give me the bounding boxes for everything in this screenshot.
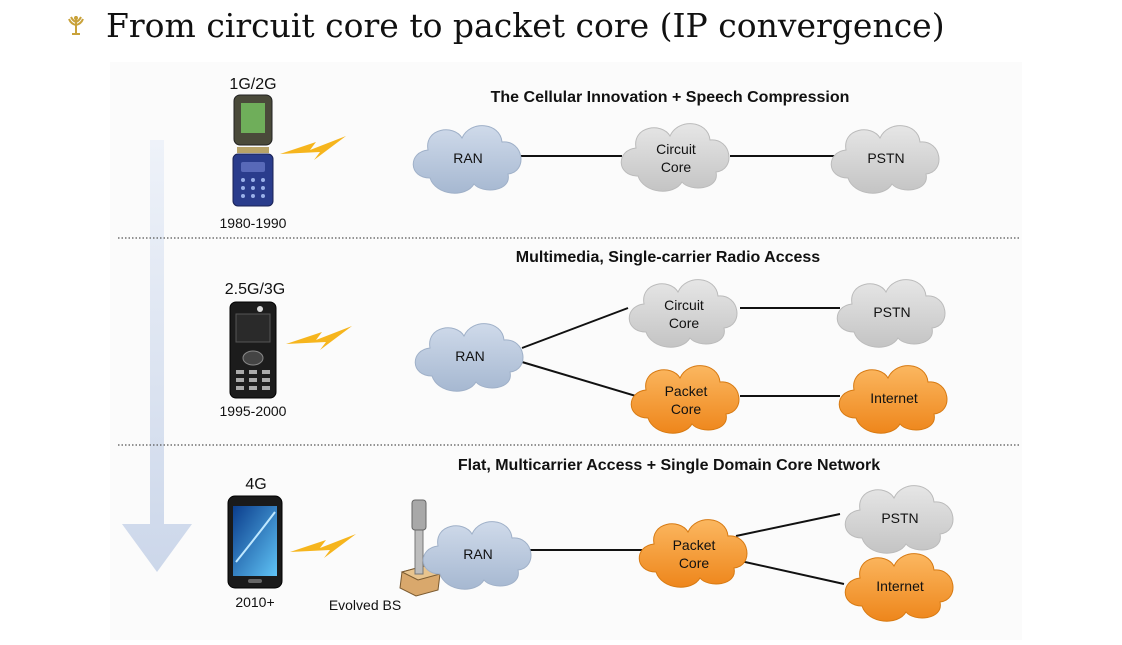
cloud-label: Circuit Core <box>664 297 704 331</box>
cloud-label: PSTN <box>873 304 910 320</box>
diagram-panel: 1G/2G 1980-1990 The Cellular Innovation … <box>110 62 1022 640</box>
cloud-label: Circuit Core <box>656 141 696 175</box>
row-4g: 4G 2010+ Flat, Multicarrier Access + Sin… <box>227 457 954 622</box>
row-heading: The Cellular Innovation + Speech Compres… <box>491 89 850 106</box>
years-label: 2010+ <box>235 594 274 610</box>
ran-cloud: RAN <box>412 125 522 194</box>
ran-cloud: RAN <box>414 323 524 392</box>
title-row: From circuit core to packet core (IP con… <box>64 2 945 48</box>
cloud-label: PSTN <box>867 150 904 166</box>
years-label: 1980-1990 <box>220 215 287 231</box>
smartphone-icon <box>227 495 283 589</box>
circuit-core-cloud: Circuit Core <box>628 279 738 348</box>
cloud-label: RAN <box>455 348 485 364</box>
link-line <box>735 513 841 537</box>
internet-cloud: Internet <box>838 365 948 434</box>
ran-cloud: RAN <box>422 521 532 590</box>
flip-phone-icon <box>232 94 274 207</box>
radio-link-bolt <box>290 534 356 558</box>
generation-label: 2.5G/3G <box>225 281 285 298</box>
ornament-bullet-icon <box>68 16 84 35</box>
link-line <box>735 559 845 585</box>
network-evolution-diagram: 1G/2G 1980-1990 The Cellular Innovation … <box>118 76 1020 622</box>
link-line <box>521 361 637 397</box>
base-station-icon <box>399 499 442 597</box>
cloud-label: Internet <box>870 390 918 406</box>
cloud-label: RAN <box>453 150 483 166</box>
candybar-phone-icon <box>229 301 277 399</box>
row-heading: Flat, Multicarrier Access + Single Domai… <box>458 457 880 474</box>
base-station-label: Evolved BS <box>329 597 401 613</box>
link-line <box>521 307 629 349</box>
cloud-label: PSTN <box>881 510 918 526</box>
cloud-label: Internet <box>876 578 924 594</box>
row-1g-2g: 1G/2G 1980-1990 The Cellular Innovation … <box>220 76 940 231</box>
cloud-label: Packet Core <box>664 383 708 417</box>
cloud-label: RAN <box>463 546 493 562</box>
cloud-label: Packet Core <box>672 537 716 571</box>
row-2-5g-3g: 2.5G/3G 1995-2000 Multimedia, Single-car… <box>220 249 948 434</box>
circuit-core-cloud: Circuit Core <box>620 123 730 192</box>
generation-label: 1G/2G <box>229 76 276 93</box>
pstn-cloud: PSTN <box>844 485 954 554</box>
packet-core-cloud: Packet Core <box>638 519 748 588</box>
row-heading: Multimedia, Single-carrier Radio Access <box>516 249 821 266</box>
pstn-cloud: PSTN <box>836 279 946 348</box>
packet-core-cloud: Packet Core <box>630 365 740 434</box>
radio-link-bolt <box>286 326 352 350</box>
internet-cloud: Internet <box>844 553 954 622</box>
years-label: 1995-2000 <box>220 403 287 419</box>
timeline-arrow <box>122 140 192 572</box>
generation-label: 4G <box>245 476 266 493</box>
radio-link-bolt <box>280 136 346 160</box>
pstn-cloud: PSTN <box>830 125 940 194</box>
page-title: From circuit core to packet core (IP con… <box>106 5 945 45</box>
